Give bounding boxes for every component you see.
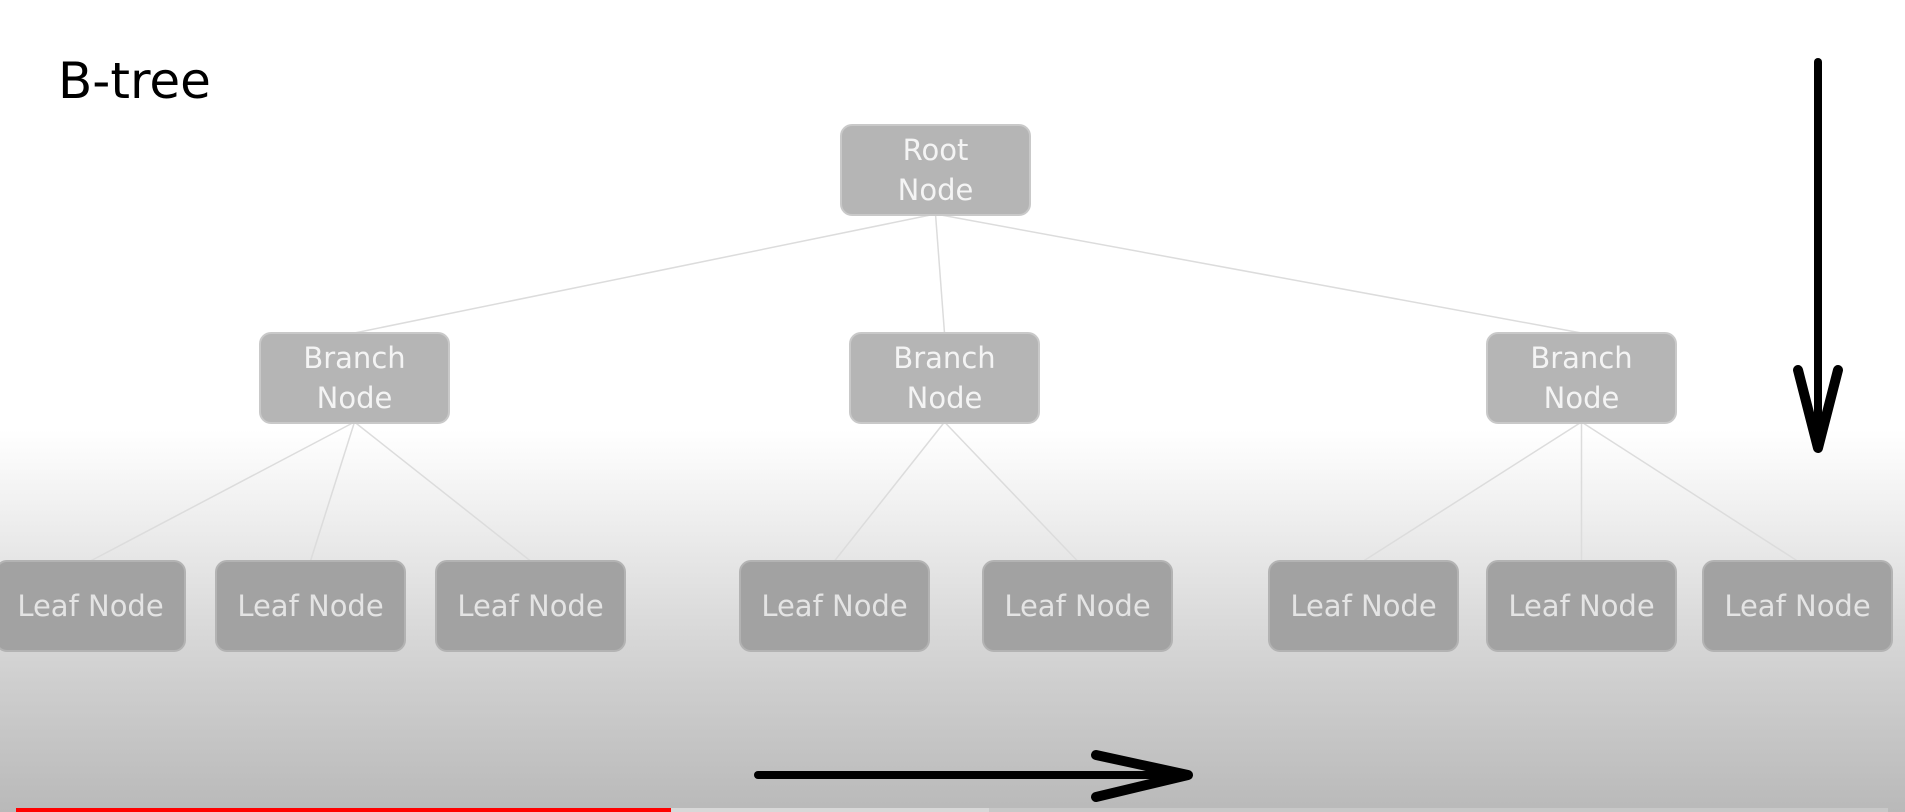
branch-leaf-link: [90, 421, 355, 562]
root-node: Root Node: [840, 124, 1031, 216]
leaf-node: Leaf Node: [739, 560, 930, 652]
branch-leaf-link: [833, 421, 946, 562]
branch-leaf-link: [1363, 421, 1582, 562]
leaf-node: Leaf Node: [982, 560, 1173, 652]
diagram-title: B-tree: [58, 52, 211, 110]
leaf-node: Leaf Node: [1702, 560, 1893, 652]
leaf-node: Leaf Node: [1268, 560, 1459, 652]
down-arrow-icon: [1793, 58, 1843, 453]
leaf-node: Leaf Node: [1486, 560, 1677, 652]
branch-leaf-link: [1581, 421, 1798, 562]
root-branch-link: [934, 213, 946, 334]
leaf-node: Leaf Node: [0, 560, 186, 652]
leaf-node: Leaf Node: [215, 560, 406, 652]
branch-node: Branch Node: [1486, 332, 1677, 424]
branch-node: Branch Node: [259, 332, 450, 424]
progress-played: [16, 808, 672, 812]
root-branch-link: [354, 213, 936, 334]
root-branch-link: [935, 213, 1582, 334]
branch-leaf-link: [943, 421, 1079, 562]
leaf-node: Leaf Node: [435, 560, 626, 652]
branch-leaf-link: [354, 421, 531, 562]
video-progress-bar[interactable]: [16, 808, 1888, 812]
branch-leaf-link: [309, 421, 356, 562]
right-arrow-icon: [754, 750, 1193, 802]
branch-node: Branch Node: [849, 332, 1040, 424]
